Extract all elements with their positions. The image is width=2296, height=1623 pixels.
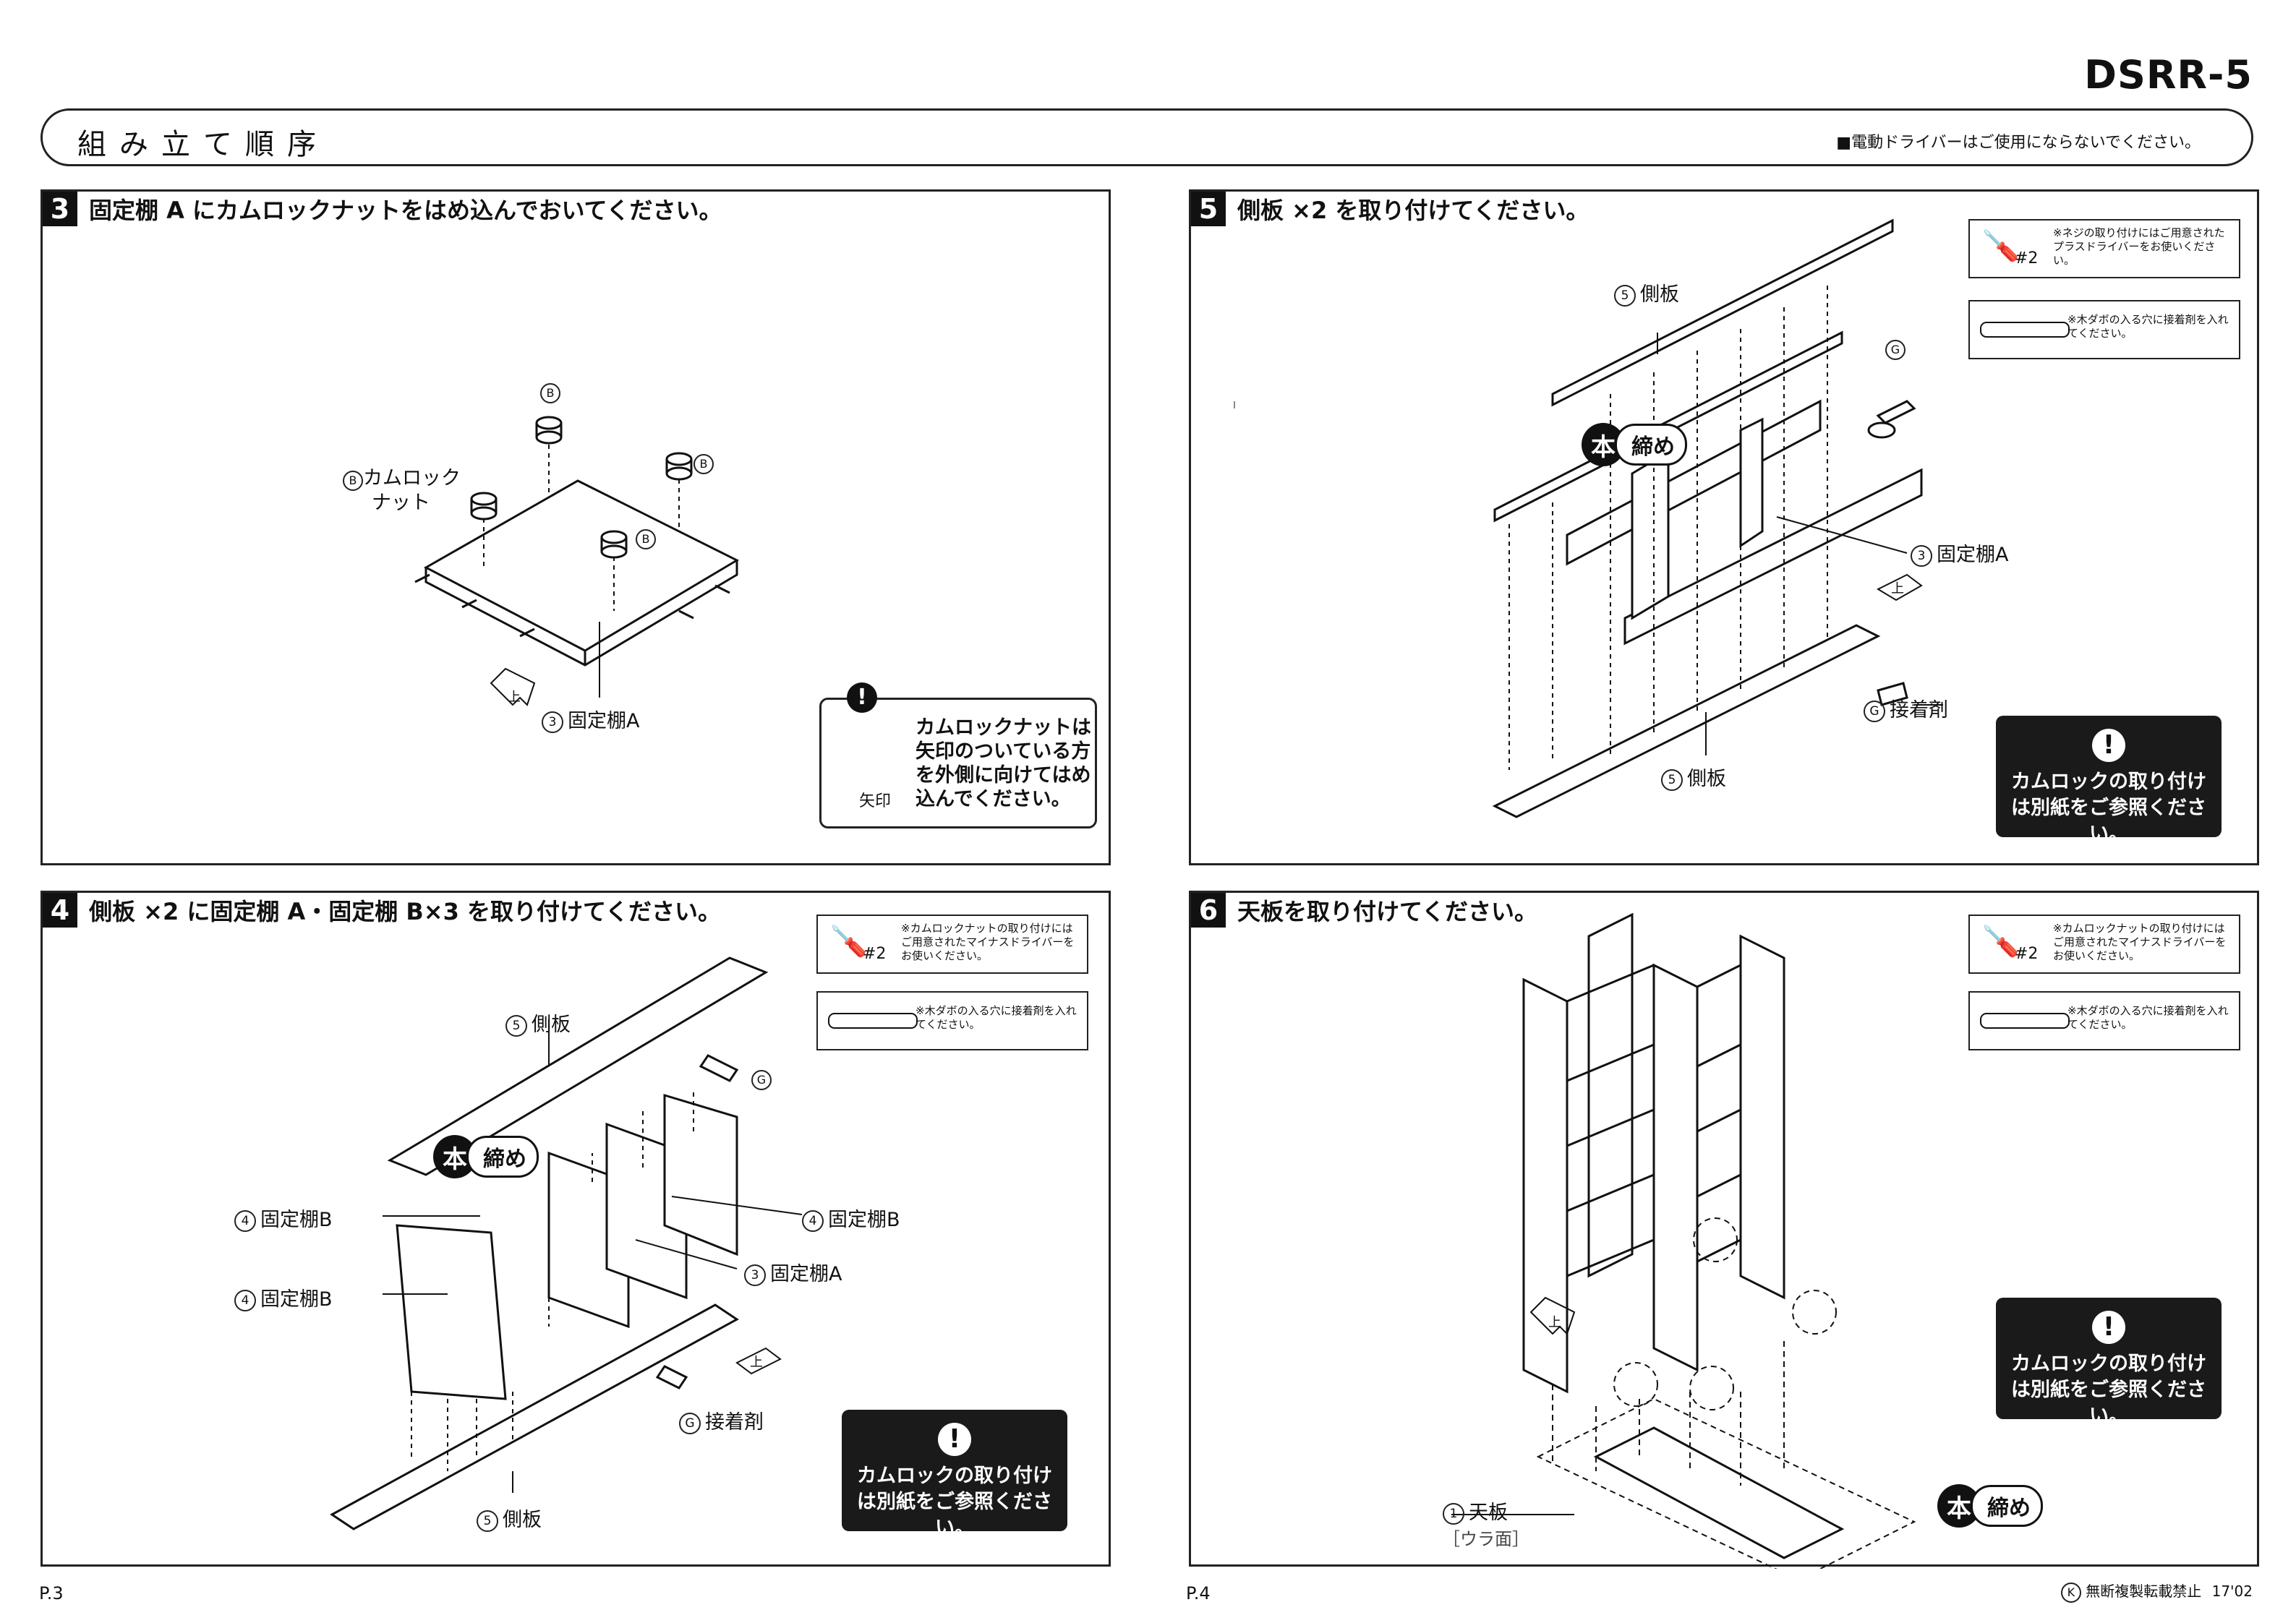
step5-screwdriver-box: 🪛 #2 ※ネジの取り付けにはご用意されたプラスドライバーをお使いください。 (1968, 219, 2240, 278)
step5-glue-box: ※木ダボの入る穴に接着剤を入れてください。 (1968, 300, 2240, 359)
step5-heading: 5 側板 ×2 を取り付けてください。 (1191, 192, 1589, 226)
step3-b-label-right: B (694, 450, 714, 474)
glue-tube-icon (828, 1013, 918, 1029)
step6-camlock-notice: ! カムロックの取り付けは別紙をご参照ください。 (1996, 1298, 2222, 1427)
step4-g-label: G (751, 1066, 772, 1090)
step3-b-label-mid: B (636, 526, 656, 549)
k-mark-icon: K (2060, 1583, 2081, 1603)
step5-number: 5 (1191, 192, 1226, 226)
screwdriver-icon: 🪛 (1981, 923, 2020, 959)
model-number: DSRR-5 (2084, 52, 2253, 98)
step6-glue-box: ※木ダボの入る穴に接着剤を入れてください。 (1968, 991, 2240, 1050)
exclamation-icon: ! (2092, 729, 2125, 762)
step4-final-tighten-badge: 本締め (433, 1135, 539, 1178)
exclamation-icon: ! (847, 682, 877, 713)
step3-panel: 3 固定棚 A にカムロックナットをはめ込んでおいてください。 上 B (40, 189, 1111, 865)
step4-heading: 4 側板 ×2 に固定棚 A・固定棚 B×3 を取り付けてください。 (43, 893, 721, 928)
step4-top-arrow-label: 上 (750, 1355, 763, 1370)
step5-g-label: G (1885, 336, 1905, 360)
step3-title: 固定棚 A にカムロックナットをはめ込んでおいてください。 (89, 197, 722, 224)
step6-title: 天板を取り付けてください。 (1237, 898, 1538, 925)
step3-heading: 3 固定棚 A にカムロックナットをはめ込んでおいてください。 (43, 192, 722, 226)
step6-screwdriver-box: 🪛 #2 ※カムロックナットの取り付けにはご用意されたマイナスドライバーをお使い… (1968, 915, 2240, 974)
step6-final-tighten-badge: 本締め (1937, 1484, 2043, 1528)
glue-tube-icon (1980, 322, 2070, 338)
step6-number: 6 (1191, 893, 1226, 928)
screwdriver-icon: 🪛 (1981, 228, 2020, 263)
step5-final-tighten-badge: 本締め (1582, 423, 1687, 466)
title-bar: 組み立て順序 ■電動ドライバーはご使用にならないでください。 (40, 108, 2253, 166)
page-title: 組み立て順序 (77, 128, 329, 161)
page-number-right: P.4 (1186, 1583, 1211, 1603)
step5-title: 側板 ×2 を取り付けてください。 (1237, 197, 1589, 224)
step5-top-arrow-label: 上 (1891, 581, 1904, 596)
step6-heading: 6 天板を取り付けてください。 (1191, 893, 1537, 928)
step4-screwdriver-box: 🪛 #2 ※カムロックナットの取り付けにはご用意されたマイナスドライバーをお使い… (816, 915, 1088, 974)
step5-camlock-notice: ! カムロックの取り付けは別紙をご参照ください。 (1996, 716, 2222, 845)
step4-camlock-notice: ! カムロックの取り付けは別紙をご参照ください。 (842, 1410, 1067, 1539)
page-number-left: P.3 (39, 1583, 64, 1603)
step4-illustration: 上 (330, 956, 803, 1530)
step3-top-arrow-label: 上 (508, 690, 521, 705)
glue-tube-icon (1980, 1013, 2070, 1029)
copyright-notice: K 無断複製転載禁止 17'02 (2060, 1580, 2253, 1603)
step6-top-arrow-label: 上 (1548, 1315, 1561, 1330)
screwdriver-icon: 🪛 (829, 923, 868, 959)
step4-glue-box: ※木ダボの入る穴に接着剤を入れてください。 (816, 991, 1088, 1050)
step4-number: 4 (43, 893, 77, 928)
exclamation-icon: ! (938, 1423, 971, 1456)
step3-warning-text: カムロックナットは 矢印のついている方 を外側に向けてはめ 込んでください。 (916, 716, 1091, 810)
step6-illustration: 上 (1451, 912, 1916, 1569)
step5-panel: 5 側板 ×2 を取り付けてください。 上 (1189, 189, 2259, 865)
exclamation-icon: ! (2092, 1311, 2125, 1344)
step3-number: 3 (43, 192, 77, 226)
step4-title: 側板 ×2 に固定棚 A・固定棚 B×3 を取り付けてください。 (89, 898, 722, 925)
step3-arrow-caption: 矢印 (859, 792, 892, 810)
step4-panel: 4 側板 ×2 に固定棚 A・固定棚 B×3 を取り付けてください。 上 (40, 891, 1111, 1567)
step3-b-label-top: B (540, 380, 560, 403)
step3-warning-box: ! カムロックナットは 矢印のついている方 を外側に向けてはめ 込んでください。… (819, 682, 1097, 828)
power-driver-note: ■電動ドライバーはご使用にならないでください。 (1836, 134, 2201, 152)
